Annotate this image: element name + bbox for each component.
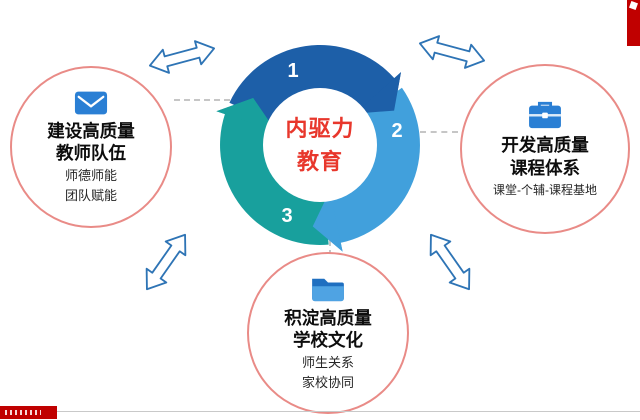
- double-arrow-bottom-left: [145, 233, 187, 291]
- dashed-connector-left: [174, 99, 230, 101]
- node-culture: 积淀高质量 学校文化 师生关系 家校协同: [247, 252, 409, 414]
- node-culture-title-line1: 积淀高质量: [284, 307, 372, 328]
- briefcase-icon: [527, 100, 563, 130]
- ring-arrowhead-1: [354, 72, 401, 114]
- node-curriculum-title-line2: 课程体系: [510, 157, 580, 178]
- ring-center-disc: [263, 88, 377, 202]
- dashed-connector-right: [420, 131, 458, 133]
- ring-step-2: 2: [391, 120, 403, 142]
- ring-segment-3: [216, 98, 329, 245]
- double-arrow-top-left: [148, 40, 216, 74]
- red-footer-tag: [0, 406, 57, 419]
- ring-arrowhead-2: [312, 190, 343, 252]
- cycle-ring: [216, 45, 420, 252]
- ring-arrowhead-3: [216, 98, 276, 131]
- node-culture-sub-line1: 师生关系: [301, 355, 354, 371]
- folder-icon: [310, 275, 346, 303]
- node-culture-title-line2: 学校文化: [293, 330, 363, 351]
- center-label: 内驱力 教育: [258, 112, 382, 178]
- node-curriculum-title-line1: 开发高质量: [501, 135, 589, 156]
- red-ribbon: [627, 0, 640, 46]
- ring-step-3: 3: [281, 205, 293, 227]
- ribbon-mark: [629, 1, 638, 10]
- dashed-connector-bottom: [329, 240, 331, 256]
- center-label-line2: 教育: [296, 149, 343, 174]
- node-teachers-sub-line2: 团队赋能: [64, 187, 117, 203]
- center-label-line1: 内驱力: [285, 116, 355, 141]
- node-curriculum: 开发高质量 课程体系 课堂-个辅-课程基地: [460, 64, 630, 234]
- node-teachers-sub-line1: 师德师能: [64, 168, 117, 184]
- node-teachers: 建设高质量 教师队伍 师德师能 团队赋能: [10, 66, 172, 228]
- ring-segment-2: [312, 87, 420, 252]
- node-teachers-title-line2: 教师队伍: [56, 143, 126, 164]
- node-curriculum-sub-line1: 课堂-个辅-课程基地: [493, 182, 597, 197]
- envelope-icon: [74, 90, 108, 116]
- footer-tag-marks: [5, 410, 41, 415]
- footer-divider: [0, 411, 640, 412]
- ring-step-1: 1: [287, 60, 299, 82]
- ring-segment-1: [229, 45, 401, 122]
- double-arrow-bottom-right: [429, 233, 471, 291]
- node-teachers-title-line1: 建设高质量: [47, 120, 135, 141]
- double-arrow-top-right: [418, 35, 486, 69]
- node-culture-sub-line2: 家校协同: [301, 374, 354, 390]
